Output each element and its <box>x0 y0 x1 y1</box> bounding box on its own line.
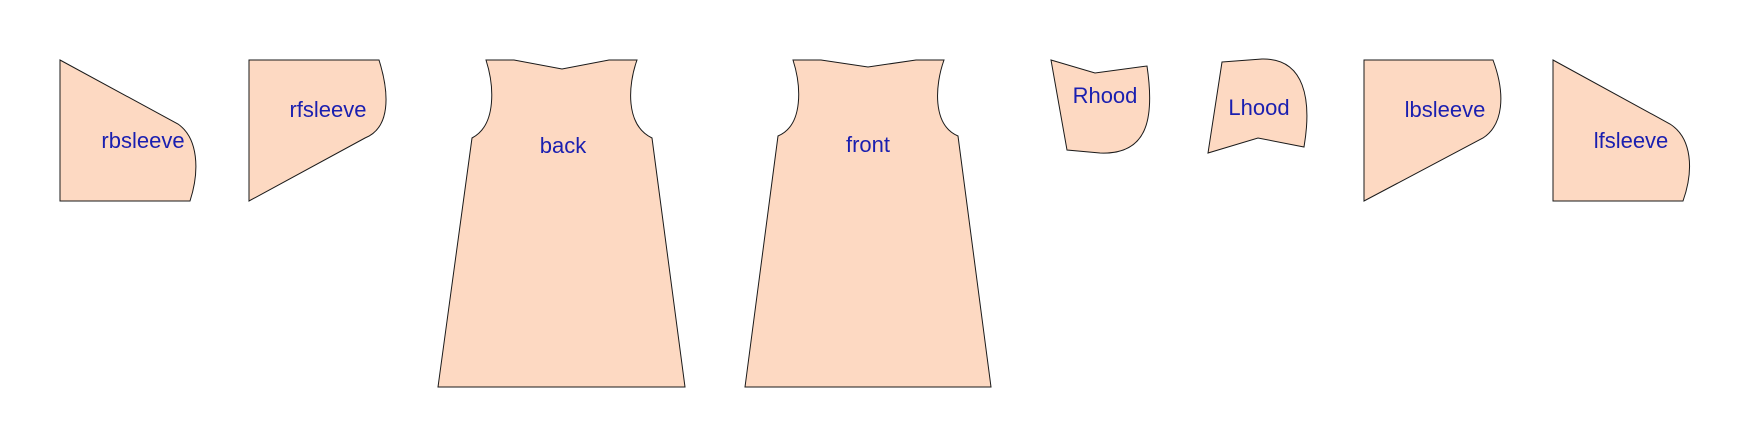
pattern-piece-rfsleeve[interactable]: rfsleeve <box>248 59 387 202</box>
rbsleeve-label: rbsleeve <box>101 128 184 153</box>
front-outline <box>744 59 992 388</box>
rbsleeve-outline <box>59 59 197 202</box>
pattern-piece-lhood[interactable]: Lhood <box>1207 58 1308 154</box>
lfsleeve-label: lfsleeve <box>1594 128 1669 153</box>
pattern-piece-lfsleeve[interactable]: lfsleeve <box>1552 59 1691 202</box>
lfsleeve-outline <box>1552 59 1691 202</box>
pattern-piece-rhood[interactable]: Rhood <box>1050 59 1151 154</box>
lhood-label: Lhood <box>1228 95 1289 120</box>
lbsleeve-label: lbsleeve <box>1405 97 1486 122</box>
front-label: front <box>846 132 890 157</box>
back-outline <box>437 59 686 388</box>
rhood-label: Rhood <box>1073 83 1138 108</box>
rfsleeve-label: rfsleeve <box>289 97 366 122</box>
pattern-piece-back[interactable]: back <box>437 59 686 388</box>
back-label: back <box>540 133 587 158</box>
rhood-outline <box>1050 59 1151 154</box>
pattern-piece-rbsleeve[interactable]: rbsleeve <box>59 59 197 202</box>
pattern-piece-front[interactable]: front <box>744 59 992 388</box>
pattern-piece-lbsleeve[interactable]: lbsleeve <box>1363 59 1502 202</box>
lhood-outline <box>1207 58 1308 154</box>
lbsleeve-outline <box>1363 59 1502 202</box>
rfsleeve-outline <box>248 59 387 202</box>
